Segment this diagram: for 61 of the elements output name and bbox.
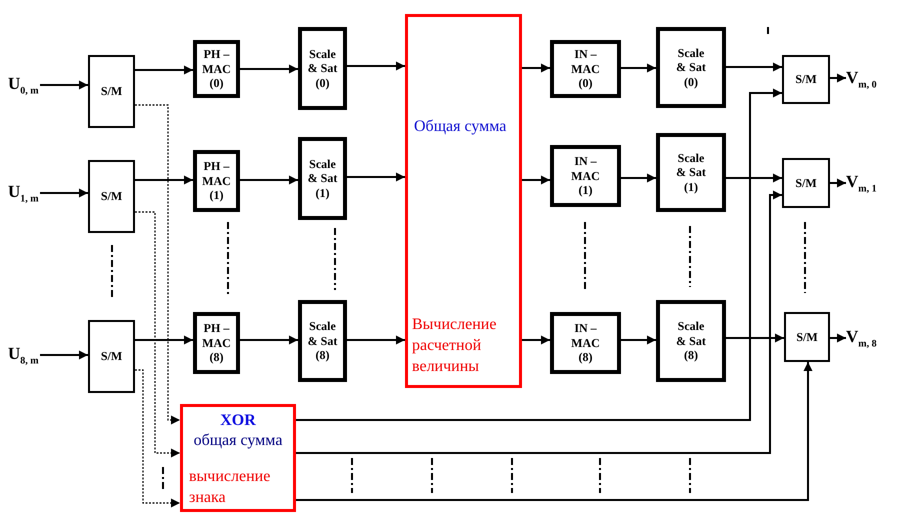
arrow (726, 334, 784, 342)
sm-block: S/M (784, 312, 830, 362)
arrow (830, 74, 846, 82)
signal-label: V$_{m, 8}$ (846, 326, 877, 350)
arrow (135, 336, 193, 344)
arrow (522, 176, 550, 184)
arrow (830, 334, 846, 342)
arrow (40, 188, 88, 198)
arrow (621, 336, 656, 344)
arrow (296, 362, 812, 501)
arrow (347, 172, 405, 182)
arrow (726, 174, 782, 182)
arrow (296, 88, 782, 421)
arrow (135, 66, 193, 74)
sm-block: S/M (88, 320, 135, 393)
arrow (240, 176, 298, 184)
arrow (135, 369, 180, 508)
arrow (40, 80, 88, 90)
arrow (522, 336, 550, 344)
process-block: PH – MAC (8) (193, 312, 240, 374)
process-block: Scale & Sat (8) (656, 300, 726, 382)
arrow (135, 211, 180, 458)
arrow (135, 176, 193, 184)
process-block: Scale & Sat (1) (298, 137, 347, 220)
arrow (621, 174, 656, 182)
sm-block: S/M (88, 160, 135, 233)
signal-label: V$_{m, 1}$ (846, 172, 877, 194)
arrow (135, 104, 180, 424)
block-text: вычисление знака (189, 467, 272, 508)
signal-label: V$_{m, 0}$ (846, 68, 877, 90)
process-block: PH – MAC (0) (193, 40, 240, 98)
arrow (240, 64, 298, 74)
computation-block (180, 404, 296, 512)
arrow (830, 178, 846, 188)
block-text: общая сумма (192, 431, 284, 451)
process-block: Scale & Sat (1) (656, 133, 726, 212)
arrow (240, 336, 298, 344)
sm-block: S/M (88, 55, 135, 128)
process-block: PH – MAC (1) (193, 150, 240, 212)
signal-label: U$_{8, m}$ (8, 344, 39, 366)
process-block: IN – MAC (1) (550, 145, 621, 207)
block-text: XOR (219, 411, 257, 431)
arrow (347, 62, 405, 70)
sm-block: S/M (782, 55, 830, 104)
arrow (40, 350, 88, 360)
arrow (522, 64, 550, 72)
arrow (621, 64, 656, 72)
process-block: IN – MAC (8) (550, 312, 621, 374)
signal-label: U$_{1, m}$ (8, 182, 39, 204)
process-block: Scale & Sat (8) (298, 300, 347, 382)
computation-block (405, 14, 522, 388)
arrow (347, 336, 405, 344)
block-text: Общая сумма (414, 117, 508, 137)
process-block: Scale & Sat (0) (298, 27, 347, 110)
process-block: IN – MAC (0) (550, 40, 621, 98)
process-block: Scale & Sat (0) (656, 27, 726, 108)
arrow (296, 190, 782, 454)
block-text: Вычисление расчетной величины (412, 315, 498, 377)
signal-label: U$_{0, m}$ (8, 74, 39, 96)
arrow (726, 62, 782, 72)
sm-block: S/M (782, 158, 830, 208)
